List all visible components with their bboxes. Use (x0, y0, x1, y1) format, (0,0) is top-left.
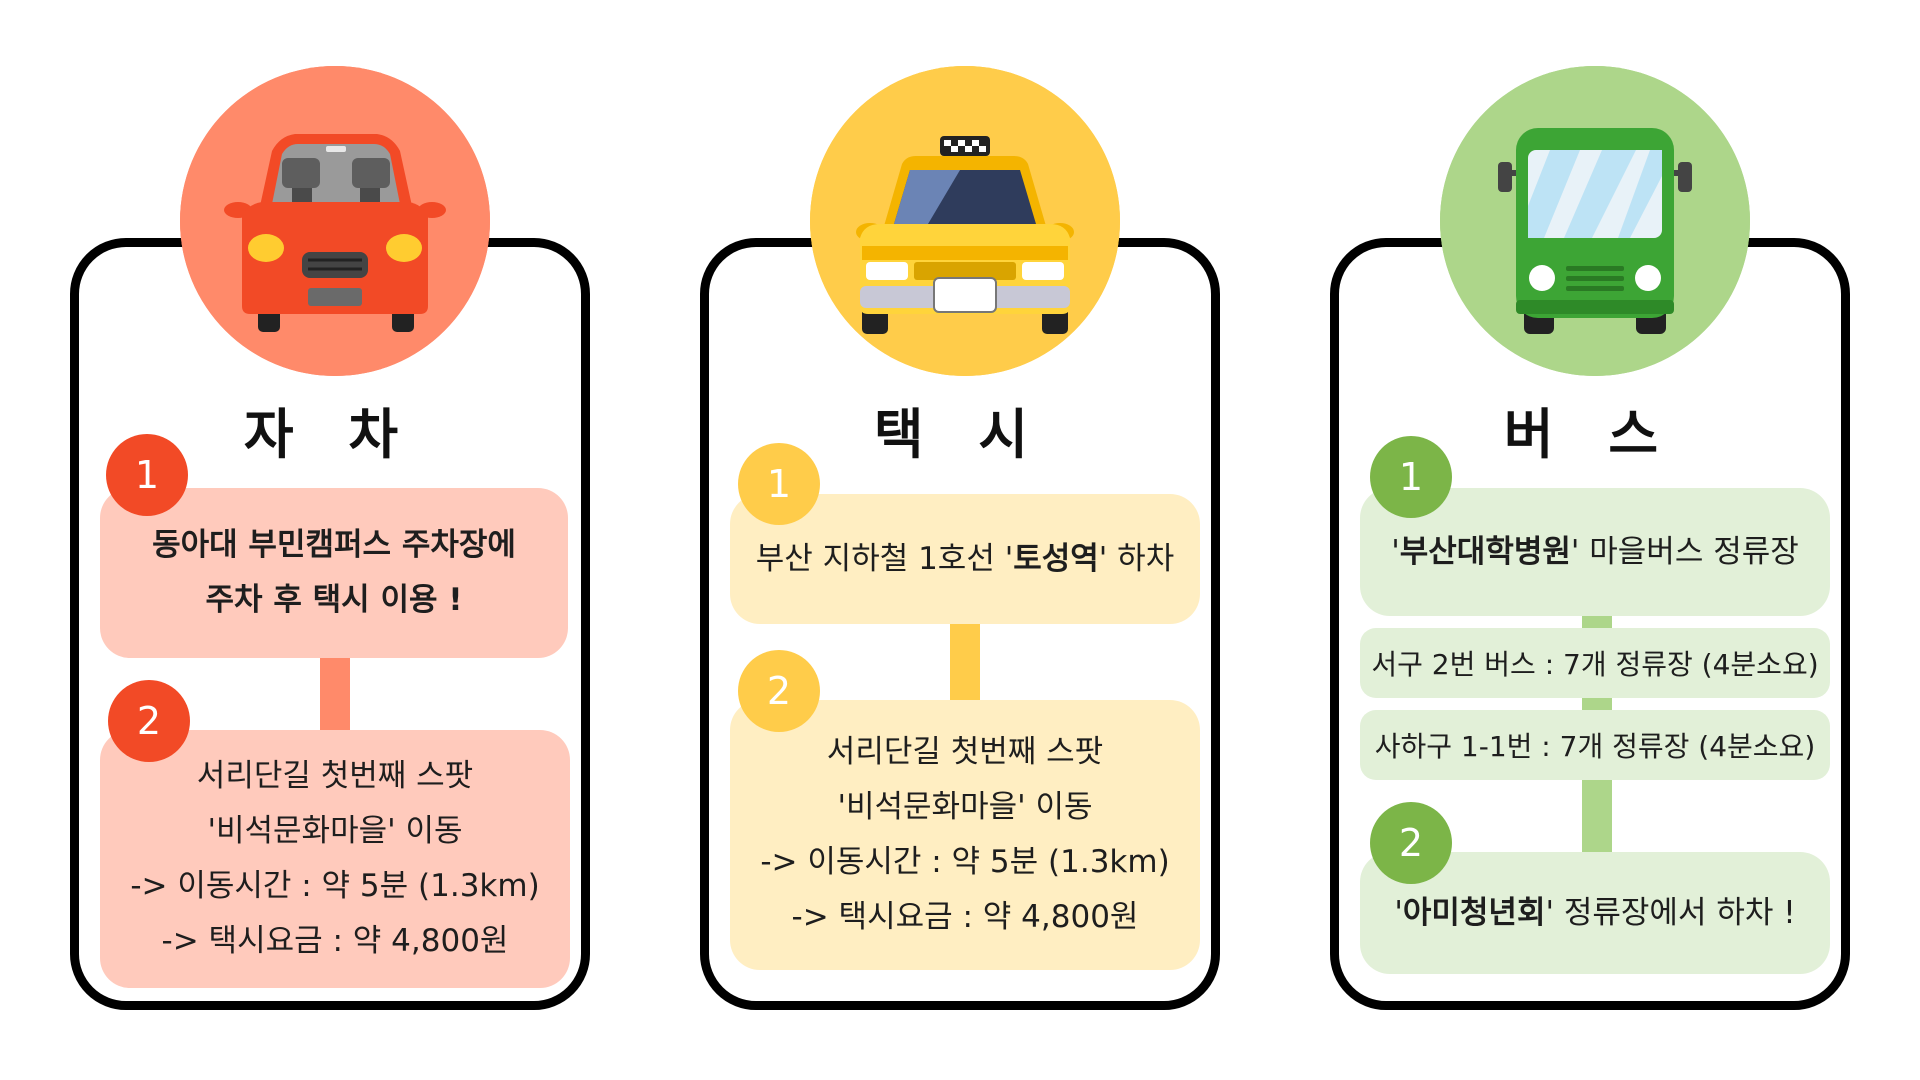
car-step1-line2: 주차 후 택시 이용 ! (205, 582, 463, 618)
bus-route2-pill: 사하구 1-1번 : 7개 정류장 (4분소요) (1360, 710, 1830, 780)
taxi-icon-circle (810, 66, 1120, 376)
taxi-step2-line4: -> 택시요금 : 약 4,800원 (791, 899, 1139, 935)
bus-step1-bold: 부산대학병원 (1399, 533, 1571, 570)
car-icon-circle (180, 66, 490, 376)
taxi-step2-badge: 2 (738, 650, 820, 732)
car-step2-box: 서리단길 첫번째 스팟 '비석문화마을' 이동 -> 이동시간 : 약 5분 (… (100, 730, 570, 988)
car-step2-line4: -> 택시요금 : 약 4,800원 (161, 923, 509, 959)
taxi-step1-pre: 부산 지하철 1호선 ' (755, 540, 1014, 577)
bus-step2-bold: 아미청년회 (1402, 894, 1546, 931)
taxi-step1-badge: 1 (738, 443, 820, 525)
car-step2-line2: '비석문화마을' 이동 (207, 813, 463, 849)
car-step1-line1: 동아대 부민캠퍼스 주차장에 (152, 527, 516, 563)
bus-title: 버 스 (1503, 403, 1677, 466)
taxi-step1-box: 부산 지하철 1호선 '토성역' 하차 (730, 494, 1200, 624)
car-step2-line3: -> 이동시간 : 약 5분 (1.3km) (130, 868, 540, 904)
taxi-step1-bold: 토성역 (1013, 540, 1099, 577)
taxi-step2-line1: 서리단길 첫번째 스팟 (826, 734, 1104, 770)
bus-icon-circle (1440, 66, 1750, 376)
car-step1-box: 동아대 부민캠퍼스 주차장에 주차 후 택시 이용 ! (100, 488, 568, 658)
bus-step1-pre: ' (1391, 533, 1400, 570)
bus-step1-post: ' 마을버스 정류장 (1570, 533, 1799, 570)
bus-step1-text: '부산대학병원' 마을버스 정류장 (1391, 525, 1799, 580)
taxi-connector (950, 624, 980, 702)
taxi-step2-line2: '비석문화마을' 이동 (837, 789, 1093, 825)
taxi-title: 택 시 (873, 403, 1047, 466)
car-connector (320, 658, 350, 732)
taxi-step2-line3: -> 이동시간 : 약 5분 (1.3km) (760, 844, 1170, 880)
bus-step2-badge: 2 (1370, 802, 1452, 884)
car-step2-badge: 2 (108, 680, 190, 762)
bus-step2-text: '아미청년회' 정류장에서 하차 ! (1394, 886, 1795, 941)
bus-step1-box: '부산대학병원' 마을버스 정류장 (1360, 488, 1830, 616)
taxi-step2-box: 서리단길 첫번째 스팟 '비석문화마을' 이동 -> 이동시간 : 약 5분 (… (730, 700, 1200, 970)
taxi-step1-text: 부산 지하철 1호선 '토성역' 하차 (756, 532, 1174, 587)
green-bus-icon (1440, 66, 1750, 376)
car-title: 자 차 (243, 403, 417, 466)
bus-step2-post: ' 정류장에서 하차 ! (1545, 894, 1796, 931)
bus-route1-pill: 서구 2번 버스 : 7개 정류장 (4분소요) (1360, 628, 1830, 698)
car-step1-badge: 1 (106, 434, 188, 516)
taxi-step1-post: ' 하차 (1098, 540, 1175, 577)
red-car-icon (180, 66, 490, 376)
bus-step1-badge: 1 (1370, 436, 1452, 518)
yellow-taxi-icon (810, 66, 1120, 376)
bus-step2-pre: ' (1394, 894, 1403, 931)
car-step2-line1: 서리단길 첫번째 스팟 (196, 758, 474, 794)
